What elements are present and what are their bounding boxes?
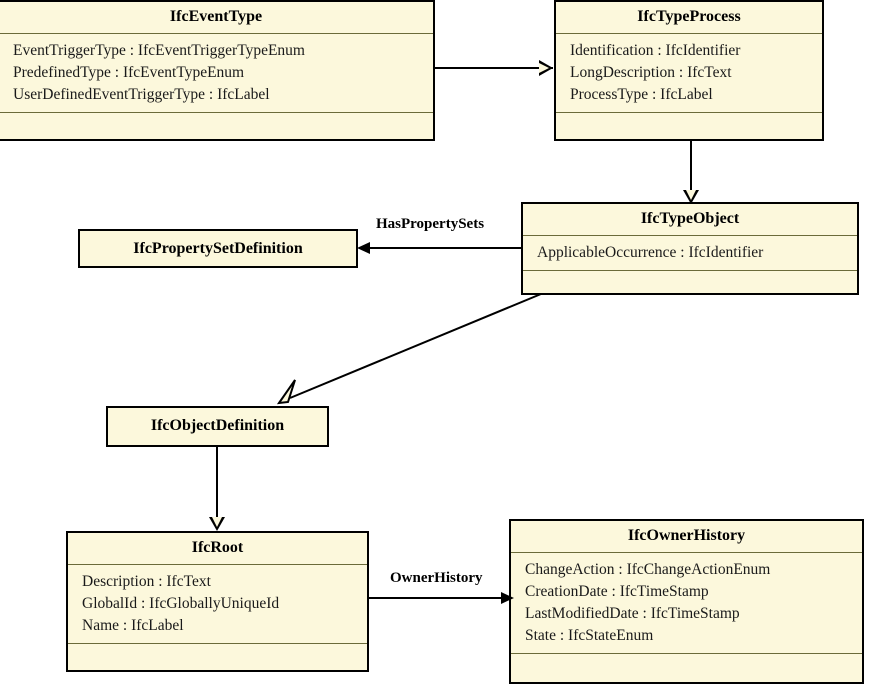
class-box-ifctypeprocess[interactable]: IfcTypeProcess Identification : IfcIdent… [554,0,824,141]
generalization-arrowhead-root [209,517,225,531]
compartment-divider [556,33,822,34]
operation-compartment-ifcownerhistory [511,654,862,674]
compartment-divider [511,552,862,553]
attribute-row: EventTriggerType : IfcEventTriggerTypeEn… [13,42,305,59]
edge-eventtype-to-typeprocess [435,67,553,69]
class-name-ifctypeobject: IfcTypeObject [640,210,740,227]
attribute-compartment-ifctypeprocess: Identification : IfcIdentifier LongDescr… [556,34,822,112]
attribute-compartment-ifctypeobject: ApplicableOccurrence : IfcIdentifier [523,236,857,270]
generalization-arrowhead-typeobject [683,190,699,204]
class-box-ifcpropertysetdefinition[interactable]: IfcPropertySetDefinition [78,229,358,268]
operation-compartment-ifceventtype [0,113,433,133]
attribute-row: ProcessType : IfcLabel [570,86,713,103]
operation-compartment-ifctypeobject [523,271,857,291]
edge-label-ownerhistory: OwnerHistory [390,570,483,586]
compartment-divider [0,112,433,113]
compartment-divider [68,564,367,565]
attribute-row: LongDescription : IfcText [570,64,732,81]
attribute-compartment-ifcownerhistory: ChangeAction : IfcChangeActionEnum Creat… [511,553,862,653]
class-box-ifceventtype[interactable]: IfcEventType EventTriggerType : IfcEvent… [0,0,435,141]
compartment-divider [0,33,433,34]
edge-root-to-ownerhistory [368,597,513,599]
edge-typeobject-to-propertysetdefinition [368,247,523,249]
edge-objectdefinition-to-root [216,447,218,521]
attribute-row: Description : IfcText [82,573,211,590]
attribute-row: LastModifiedDate : IfcTimeStamp [525,605,740,622]
attribute-row: PredefinedType : IfcEventTypeEnum [13,64,245,81]
edge-label-haspropertysets: HasPropertySets [376,216,485,232]
attribute-row: State : IfcStateEnum [525,627,654,644]
class-name-ifcroot: IfcRoot [191,539,244,556]
class-box-ifcroot[interactable]: IfcRoot Description : IfcText GlobalId :… [66,531,369,672]
compartment-divider [68,643,367,644]
operation-compartment-ifcroot [68,644,367,664]
generalization-arrowhead-typeprocess [539,60,553,76]
attribute-row: Identification : IfcIdentifier [570,42,741,59]
attribute-row: Name : IfcLabel [82,617,184,634]
compartment-divider [511,653,862,654]
attribute-compartment-ifcroot: Description : IfcText GlobalId : IfcGlob… [68,565,367,643]
attribute-row: GlobalId : IfcGloballyUniqueId [82,595,280,612]
attribute-compartment-ifceventtype: EventTriggerType : IfcEventTriggerTypeEn… [0,34,433,112]
association-arrowhead-propertysetdefinition [357,242,370,254]
class-box-ifcownerhistory[interactable]: IfcOwnerHistory ChangeAction : IfcChange… [509,519,864,684]
attribute-row: UserDefinedEventTriggerType : IfcLabel [13,86,270,103]
generalization-arrowhead-inner [539,63,549,73]
compartment-divider [523,270,857,271]
compartment-divider [556,112,822,113]
association-arrowhead-ownerhistory [501,592,514,604]
operation-compartment-ifctypeprocess [556,113,822,133]
edge-typeprocess-to-typeobject [690,140,692,204]
class-box-ifcobjectdefinition[interactable]: IfcObjectDefinition [106,406,329,447]
class-name-ifcobjectdefinition: IfcObjectDefinition [150,417,285,434]
attribute-row: ChangeAction : IfcChangeActionEnum [525,561,771,578]
attribute-row: ApplicableOccurrence : IfcIdentifier [537,244,764,261]
generalization-arrowhead-inner [212,517,222,527]
class-name-ifcownerhistory: IfcOwnerHistory [627,527,746,544]
compartment-divider [523,235,857,236]
class-name-ifctypeprocess: IfcTypeProcess [637,8,741,25]
attribute-row: CreationDate : IfcTimeStamp [525,583,709,600]
generalization-arrowhead-inner [686,190,696,200]
class-name-ifceventtype: IfcEventType [169,8,263,25]
class-name-ifcpropertysetdefinition: IfcPropertySetDefinition [133,240,303,257]
generalization-arrowhead-objectdefinition [276,379,296,405]
class-box-ifctypeobject[interactable]: IfcTypeObject ApplicableOccurrence : Ifc… [521,202,859,295]
